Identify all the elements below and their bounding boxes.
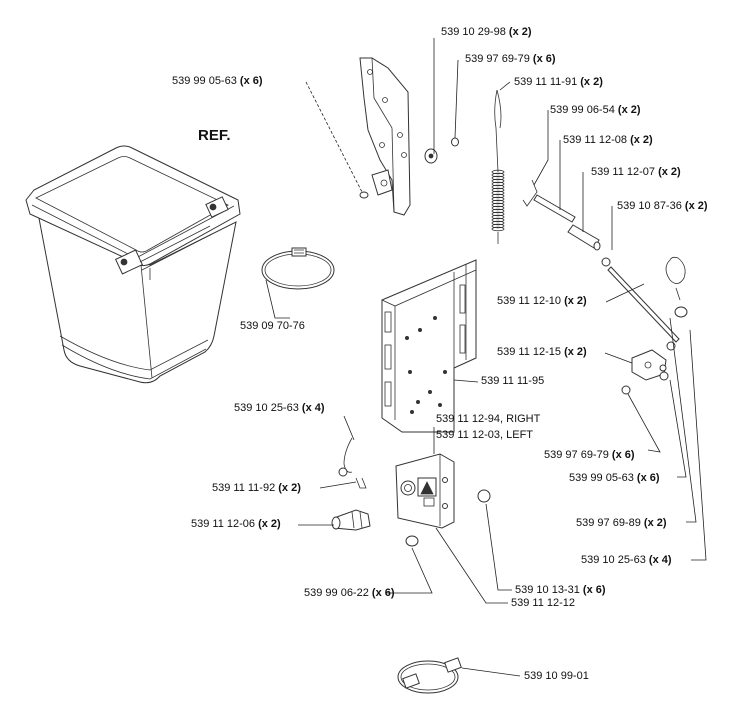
- callout-539-11-12-06: 539 11 12-06 (x 2): [191, 518, 281, 530]
- spring-coil: [491, 214, 505, 220]
- spring-coil: [491, 217, 505, 223]
- callout-539-11-12-08: 539 11 12-08 (x 2): [563, 134, 653, 146]
- mounting-bracket-drawing: [359, 57, 459, 216]
- spring-coil: [491, 193, 505, 199]
- callout-539-11-11-95: 539 11 11-95: [481, 375, 545, 387]
- callout-539-99-06-54: 539 99 06-54 (x 2): [550, 104, 641, 116]
- spring-coil: [491, 226, 505, 232]
- spring-coil: [491, 202, 505, 208]
- callout-539-97-69-89: 539 97 69-89 (x 2): [576, 517, 667, 529]
- callout-539-09-70-76: 539 09 70-76: [240, 320, 305, 332]
- spring-coil: [491, 199, 505, 205]
- spring-coil: [491, 196, 505, 202]
- callout-539-10-13-31: 539 10 13-31 (x 6): [515, 584, 606, 596]
- ref-label: REF.: [198, 127, 231, 144]
- callout-539-11-12-94-right: 539 11 12-94, RIGHT: [436, 413, 541, 425]
- pivot-plate-drawing: [621, 349, 669, 395]
- spring-coil: [491, 220, 505, 226]
- spring-coil: [491, 208, 505, 214]
- spring-coil: [491, 190, 505, 196]
- spring-drawing: [491, 89, 505, 244]
- leader-lines: [265, 38, 707, 677]
- callout-539-10-99-01: 539 10 99-01: [524, 670, 589, 682]
- spring-coil: [491, 178, 505, 184]
- callout-539-11-12-10: 539 11 12-10 (x 2): [497, 295, 587, 307]
- callout-539-99-06-22: 539 99 06-22 (x 6): [304, 587, 395, 599]
- slide-plate-drawing: [381, 259, 477, 433]
- linkage-rod-drawing: [522, 179, 688, 351]
- spring-coil: [491, 205, 505, 211]
- large-clamp-drawing: [397, 657, 462, 694]
- spring-coil: [491, 172, 505, 178]
- callout-539-99-05-63-top: 539 99 05-63 (x 6): [172, 75, 263, 87]
- spring-coil: [491, 187, 505, 193]
- spring-coil: [491, 169, 505, 175]
- hose-clamp-drawing: [261, 247, 335, 290]
- spring-coil: [491, 184, 505, 190]
- pin-parts-drawing: [331, 437, 491, 547]
- callout-539-11-11-92: 539 11 11-92 (x 2): [212, 482, 301, 494]
- callout-539-10-25-63-left: 539 10 25-63 (x 4): [234, 402, 325, 414]
- callout-539-11-12-15: 539 11 12-15 (x 2): [497, 346, 587, 358]
- side-bracket-drawing: [395, 453, 455, 529]
- callout-539-10-87-36: 539 10 87-36 (x 2): [617, 200, 708, 212]
- callout-539-10-29-98: 539 10 29-98 (x 2): [441, 26, 532, 38]
- callout-539-11-12-12: 539 11 12-12: [511, 597, 576, 609]
- spring-coil: [491, 211, 505, 217]
- spring-coil: [491, 175, 505, 181]
- callout-539-97-69-79-top: 539 97 69-79 (x 6): [465, 53, 556, 65]
- grass-bag-drawing: [25, 145, 241, 384]
- spring-coil: [491, 181, 505, 187]
- callout-539-97-69-79-lower: 539 97 69-79 (x 6): [544, 449, 635, 461]
- callout-539-11-11-91: 539 11 11-91 (x 2): [514, 76, 603, 88]
- callout-539-11-12-07: 539 11 12-07 (x 2): [591, 166, 681, 178]
- callout-539-99-05-63-lower: 539 99 05-63 (x 6): [569, 472, 660, 484]
- callout-539-10-25-63-right: 539 10 25-63 (x 4): [581, 554, 672, 566]
- callout-539-11-12-03-left: 539 11 12-03, LEFT: [436, 429, 534, 441]
- spring-coil: [491, 223, 505, 229]
